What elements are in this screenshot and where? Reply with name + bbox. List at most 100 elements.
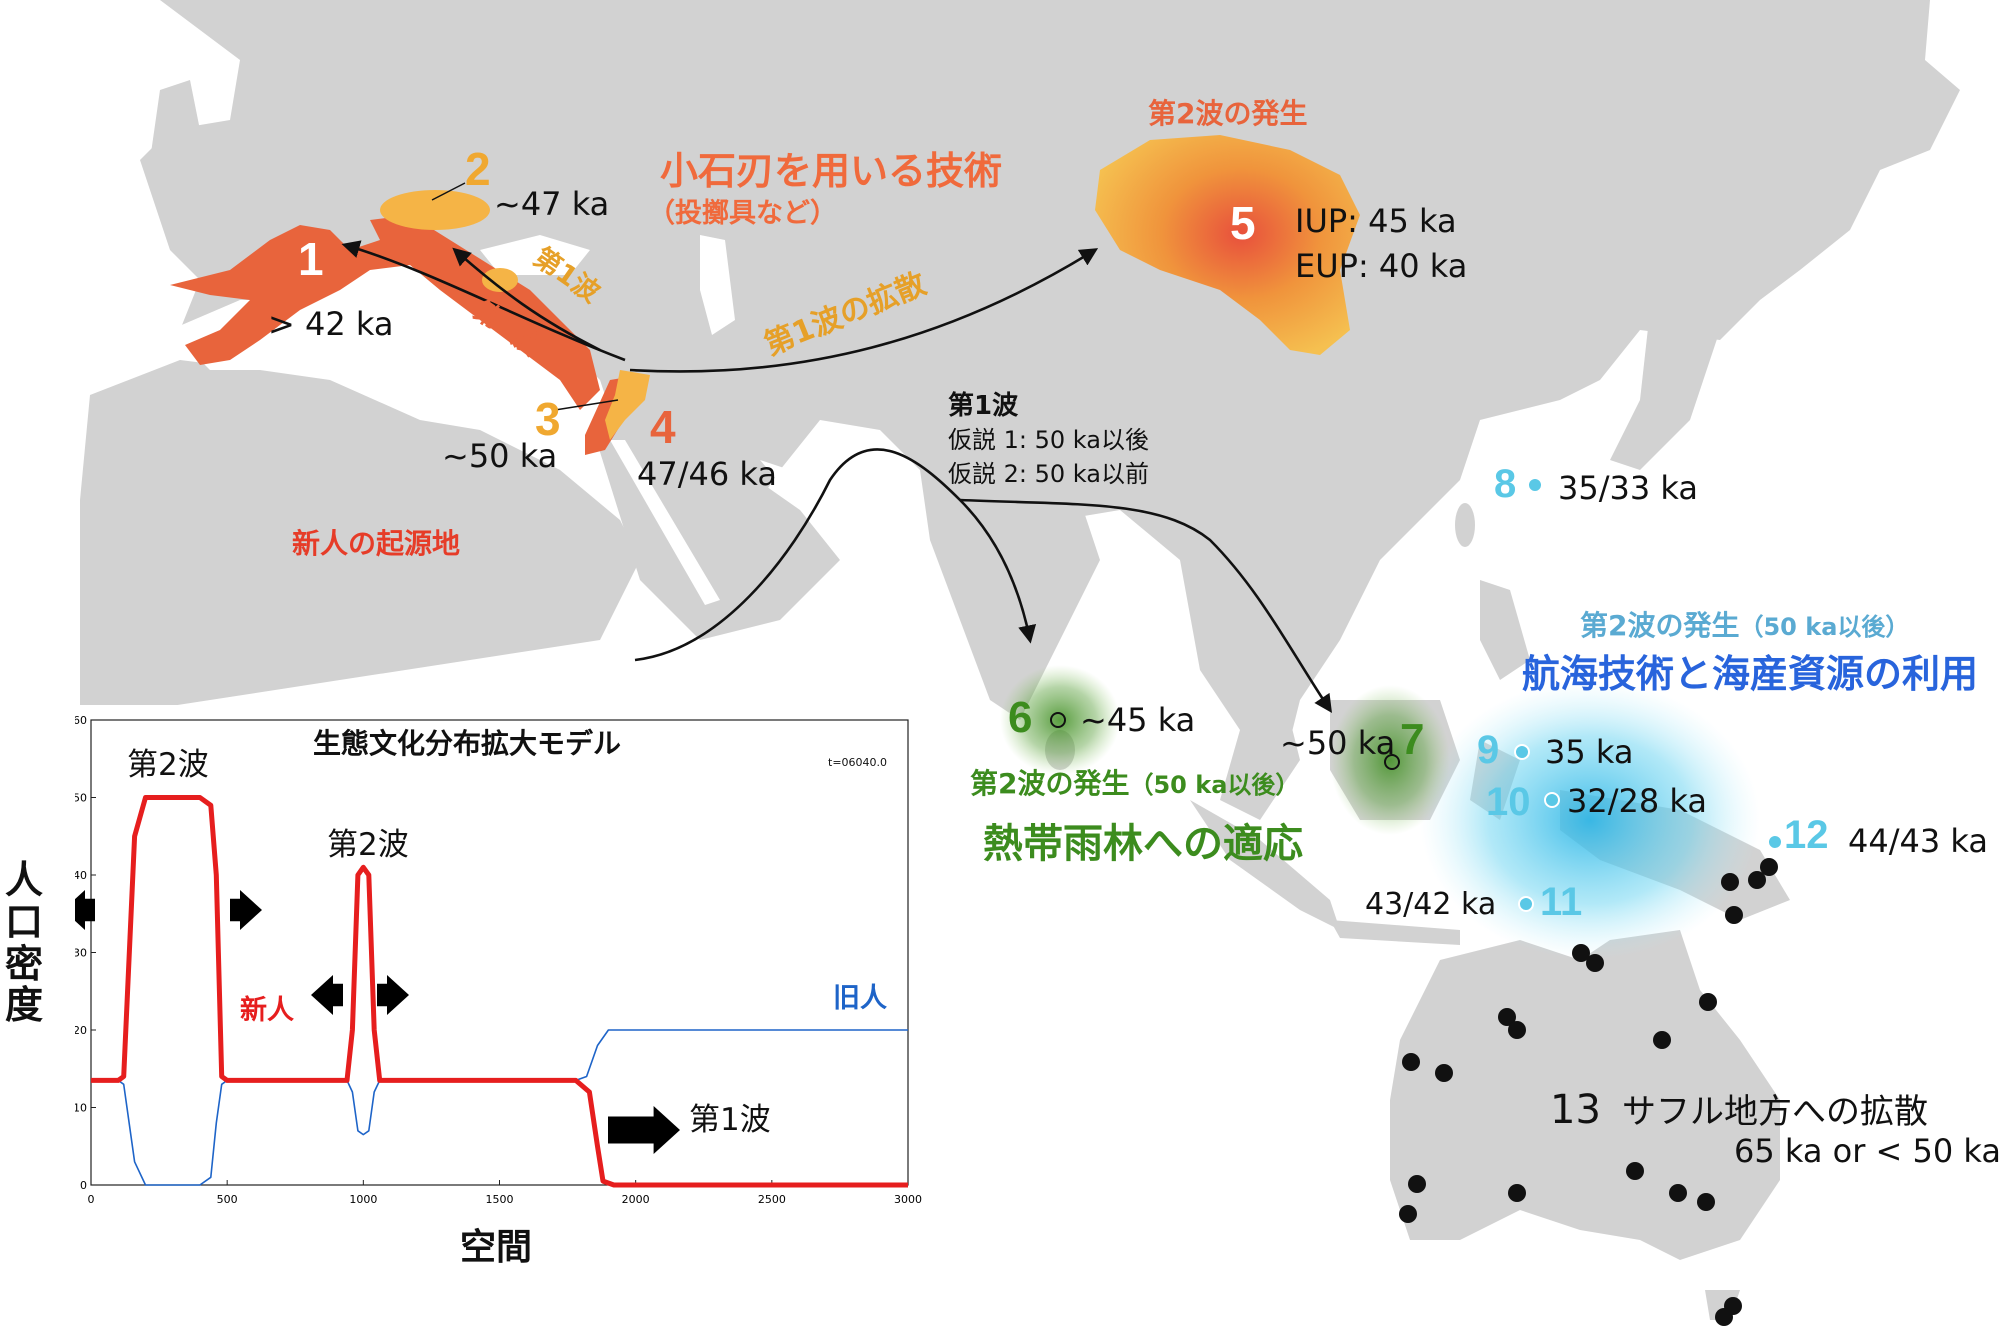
wave2-origin-sea-main: 第2波の発生 <box>1580 609 1740 642</box>
chart-wave2-left: 第2波 <box>127 747 209 783</box>
wave2-origin-sea-sub: （50 ka以後） <box>1739 613 1910 641</box>
site-13-number: 13 <box>1550 1087 1601 1133</box>
site-6-dot <box>1050 712 1066 728</box>
site-5-iup: IUP: 45 ka <box>1295 202 1457 240</box>
sahul-dot <box>1508 1184 1526 1202</box>
site-8-dot <box>1527 477 1543 493</box>
sahul-dot <box>1697 1193 1715 1211</box>
arrows <box>341 182 1333 714</box>
site-11-dot <box>1518 896 1534 912</box>
chart-new-humans: 新人 <box>240 995 294 1026</box>
arrow-right-icon <box>377 975 409 1015</box>
leader-3 <box>554 399 619 411</box>
wave2-origin-north-label: 第2波の発生 <box>1148 97 1308 130</box>
site-9-age: 35 ka <box>1545 733 1634 771</box>
sahul-dot <box>1725 906 1743 924</box>
site-5-number: 5 <box>1230 197 1256 249</box>
arrow-to-sea <box>959 498 1333 714</box>
chart-wave1: 第1波 <box>689 1102 771 1138</box>
africa <box>80 360 640 720</box>
chart-old-humans: 旧人 <box>833 983 887 1014</box>
chart-arrows <box>63 890 680 1154</box>
caspian-sea <box>700 235 735 335</box>
microblade-tech-label: 小石刃を用いる技術 <box>660 149 1003 193</box>
sahul-dot <box>1586 954 1604 972</box>
site-3-number: 3 <box>535 393 561 445</box>
site-points <box>1050 477 1783 912</box>
site-7-dot <box>1384 754 1400 770</box>
site-6-number: 6 <box>1008 693 1033 742</box>
chart-ylabel: 人口密度 <box>5 858 44 1028</box>
arrow-to-2 <box>452 247 601 352</box>
arrow-right-icon <box>608 1106 680 1154</box>
wave2-origin-sea-label: 第2波の発生（50 ka以後） <box>1580 612 1909 640</box>
rainforest-adapt-label: 熱帯雨林への適応 <box>983 821 1303 867</box>
leader-2 <box>431 182 466 201</box>
india <box>920 460 1100 720</box>
arrow-to-5 <box>629 248 1099 373</box>
sahul-dot <box>1435 1064 1453 1082</box>
sahul-dot <box>1715 1308 1733 1326</box>
region-2-central-europe <box>380 190 490 230</box>
site-10-number: 10 <box>1486 780 1531 824</box>
site-12-age: 44/43 ka <box>1848 822 1988 860</box>
y-tick-label: 20 <box>75 1024 87 1037</box>
site-4-age: 47/46 ka <box>637 455 777 493</box>
britain <box>150 80 200 170</box>
chart-timestamp: t=06040.0 <box>828 756 888 769</box>
sahul-sites <box>1399 858 1778 1326</box>
series-line-new-humans <box>91 795 908 1188</box>
sahul-dot <box>1508 1021 1526 1039</box>
maritime-tech-label: 航海技術と海産資源の利用 <box>1522 652 1979 696</box>
site-3-age: ~50 ka <box>442 437 558 475</box>
sahul-dot <box>1760 858 1778 876</box>
x-tick-label: 2500 <box>758 1193 786 1206</box>
y-tick-label: 50 <box>75 792 87 805</box>
site-12-number: 12 <box>1784 813 1829 857</box>
site-11-age: 43/42 ka <box>1365 887 1497 922</box>
site-1-number: 1 <box>298 233 324 285</box>
wave1-title: 第1波 <box>948 391 1019 421</box>
red-sea <box>610 440 720 605</box>
site-2-number: 2 <box>465 143 491 195</box>
region-1-europe <box>170 215 600 410</box>
site-13-age: 65 ka or < 50 ka <box>1734 1132 2001 1170</box>
site-2-age: ~47 ka <box>494 185 610 223</box>
sahul-dot <box>1572 944 1590 962</box>
arabia <box>590 420 840 640</box>
sumatra <box>1190 800 1340 930</box>
inner-seas <box>170 235 830 605</box>
sahul-dot <box>1626 1162 1644 1180</box>
region-6-glow <box>1000 665 1120 775</box>
site-11-number: 11 <box>1540 880 1583 924</box>
arrow-right-icon <box>230 890 262 930</box>
y-tick-label: 60 <box>75 714 87 727</box>
series-line-old-humans <box>91 1029 908 1186</box>
chart-title: 生態文化分布拡大モデル <box>313 727 622 760</box>
site-9-number: 9 <box>1477 728 1500 772</box>
sahul-dot <box>1699 993 1717 1011</box>
y-tick-label: 30 <box>75 947 87 960</box>
scandinavia <box>320 0 470 110</box>
site-5-eup: EUP: 40 ka <box>1295 247 1468 285</box>
region-7-glow <box>1330 685 1450 835</box>
y-tick-label: 40 <box>75 869 87 882</box>
mediterranean <box>170 300 600 430</box>
chart-xlabel: 空間 <box>460 1227 533 1268</box>
region-2b-balkans <box>482 268 518 292</box>
site-1-age: > 42 ka <box>268 305 394 343</box>
microblade-sub-label: （投擲具など） <box>648 198 837 229</box>
sahul-dot <box>1653 1031 1671 1049</box>
site-12-dot <box>1767 834 1783 850</box>
philippines <box>1480 580 1530 680</box>
chart-frame <box>90 719 909 1186</box>
hypothesis-1: 仮説 1: 50 ka以後 <box>948 426 1149 454</box>
y-tick-label: 10 <box>75 1102 87 1115</box>
arrow-left-icon <box>311 975 343 1015</box>
region-sea-glow <box>1420 680 1760 960</box>
black-sea <box>480 235 590 275</box>
site-9-dot <box>1514 744 1530 760</box>
